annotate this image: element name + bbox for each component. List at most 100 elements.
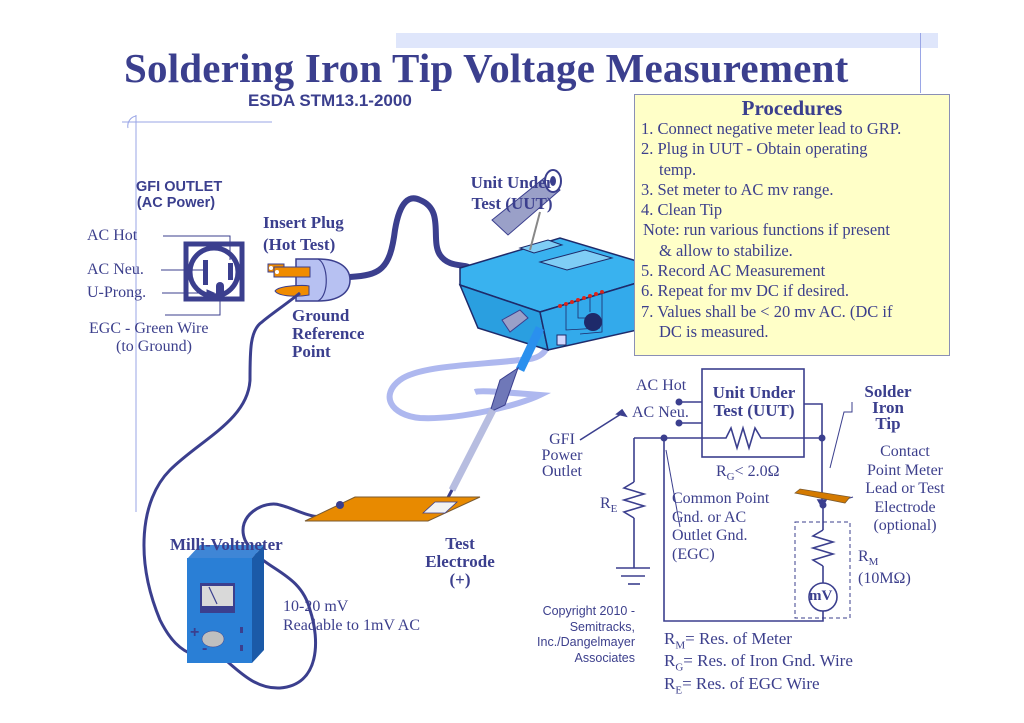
- schematic-contact-point-label: Contact Point Meter Lead or Test Electro…: [855, 443, 955, 536]
- meter-spec-resolution: Readable to 1mV AC: [283, 617, 421, 634]
- procedure-note-cont: & allow to stabilize.: [659, 240, 793, 260]
- common-label-line: (EGC): [672, 545, 715, 563]
- copyright-line: Copyright 2010 -: [542, 604, 635, 618]
- legend-text: = Res. of Meter: [685, 629, 792, 648]
- iron-cord: [386, 357, 552, 422]
- copyright-line: Inc./Dangelmayer: [537, 635, 635, 649]
- label-u-prong: U-Prong.: [87, 284, 147, 301]
- gfi-label-line: Outlet: [542, 463, 582, 480]
- page-subtitle: ESDA STM13.1-2000: [248, 91, 412, 110]
- procedure-step: 6. Repeat for mv DC if desired.: [641, 281, 850, 301]
- label-ac-hot: AC Hot: [87, 227, 138, 244]
- schematic-rg-value: RG< 2.0Ω: [716, 463, 780, 486]
- grp-label-line: Ground: [292, 306, 350, 325]
- contact-label-line: Contact: [880, 443, 930, 460]
- legend-text: = Res. of Iron Gnd. Wire: [683, 651, 853, 671]
- common-label-line: Gnd. or AC: [672, 508, 747, 526]
- schematic-uut-line: Test (UUT): [713, 401, 795, 420]
- copyright-line: Associates: [574, 650, 635, 665]
- rg-value: < 2.0Ω: [734, 463, 780, 480]
- contact-label-line: Point Meter: [867, 461, 943, 479]
- schematic-junction-dots: [660, 398, 827, 509]
- legend-subscript: M: [675, 639, 686, 652]
- label-ac-neu: AC Neu.: [87, 261, 144, 278]
- schematic-meter-symbol: mV: [809, 588, 833, 604]
- uut-label-line: Unit Under: [470, 173, 554, 192]
- rm-subscript: M: [868, 556, 879, 569]
- common-label-line: Outlet Gnd.: [672, 527, 748, 544]
- outlet-leader-lines: [161, 235, 231, 316]
- outlet-title-line: GFI OUTLET: [136, 179, 223, 195]
- electrode-label-line: Electrode: [425, 552, 495, 571]
- gfi-outlet-icon: [183, 241, 245, 302]
- schematic-common-point-label: Common Point Gnd. or AC Outlet Gnd. (EGC…: [672, 490, 769, 564]
- uut-power-cord: [349, 195, 473, 280]
- ground-lead-wire: [142, 291, 301, 657]
- power-plug-icon: [267, 258, 351, 302]
- legend-symbol: R: [664, 629, 676, 648]
- page-title: Soldering Iron Tip Voltage Measurement: [124, 45, 849, 91]
- plug-label-line: Insert Plug: [263, 213, 344, 232]
- procedures-panel: Procedures 1. Connect negative meter lea…: [634, 94, 950, 356]
- copyright-line: Semitracks,: [569, 619, 635, 634]
- legend-item: RM= Res. of Meter: [664, 629, 853, 653]
- meter-spec-range: 10-20 mV: [283, 598, 349, 615]
- resistance-legend: RM= Res. of Meter RG= Res. of Iron Gnd. …: [664, 629, 853, 698]
- meter-plus-terminal: +: [190, 624, 200, 641]
- procedures-heading: Procedures: [741, 96, 843, 120]
- procedure-step: 3. Set meter to AC mv range.: [641, 179, 834, 199]
- tip-label-line: Solder: [864, 382, 912, 401]
- electrode-label-line: Test: [445, 534, 475, 553]
- re-symbol: R: [600, 495, 611, 512]
- iron-holder-spring: [491, 169, 562, 236]
- legend-item: RG= Res. of Iron Gnd. Wire: [664, 651, 853, 675]
- tip-label-line: Tip: [875, 414, 901, 433]
- schematic-uut-box: [701, 368, 805, 458]
- decorative-vertical-line: [920, 33, 921, 93]
- rg-symbol: R: [716, 463, 727, 480]
- plug-label-line: (Hot Test): [263, 235, 336, 254]
- re-subscript: E: [610, 503, 618, 516]
- label-egc-ground: (to Ground): [116, 338, 192, 355]
- legend-subscript: E: [675, 684, 683, 697]
- copyright-notice: Copyright 2010 - Semitracks, Inc./Dangel…: [520, 604, 635, 666]
- decorative-title-bar: [396, 33, 938, 48]
- procedure-note: Note: run various functions if present: [643, 220, 890, 240]
- contact-label-line: (optional): [873, 517, 937, 534]
- contact-label-line: Lead or Test: [865, 480, 945, 497]
- procedure-step: 1. Connect negative meter lead to GRP.: [641, 119, 902, 138]
- label-insert-plug: Insert Plug (Hot Test): [263, 214, 344, 254]
- contact-label-line: Electrode: [874, 498, 936, 516]
- rg-subscript: G: [726, 471, 735, 484]
- outlet-title-line: (AC Power): [136, 195, 216, 211]
- legend-symbol: R: [664, 673, 676, 693]
- gfi-label-line: Power: [541, 447, 583, 464]
- meter-minus-terminal: -: [202, 640, 208, 657]
- crosshair-decoration: [122, 115, 272, 512]
- schematic-label-ac-hot: AC Hot: [636, 377, 687, 394]
- schematic-solder-tip-label: Solder Iron Tip: [858, 382, 918, 433]
- legend-text: = Res. of EGC Wire: [682, 673, 820, 693]
- positive-lead-wire: [195, 502, 332, 690]
- schematic-uut-label: Unit Under Test (UUT): [704, 384, 804, 420]
- schematic-label-ac-neu: AC Neu.: [632, 404, 689, 421]
- procedure-step: 4. Clean Tip: [641, 200, 723, 220]
- label-ground-reference-point: Ground Reference Point: [292, 307, 364, 361]
- schematic-rm-label: RM: [858, 548, 878, 571]
- legend-item: RE= Res. of EGC Wire: [664, 673, 853, 698]
- circuit-schematic: [579, 368, 854, 622]
- schematic-tip-electrode: [794, 488, 851, 504]
- label-milli-voltmeter: Milli-Voltmeter: [170, 535, 283, 554]
- outlet-title: GFI OUTLET (AC Power): [136, 179, 223, 211]
- label-unit-under-test: Unit Under Test (UUT): [460, 174, 564, 213]
- procedure-step-cont: DC is measured.: [659, 321, 769, 341]
- legend-symbol: R: [664, 651, 676, 671]
- grp-label-line: Point: [292, 342, 331, 361]
- procedure-step: 7. Values shall be < 20 mv AC. (DC if: [641, 301, 893, 321]
- test-electrode-plate: [304, 496, 481, 522]
- procedure-step-cont: temp.: [659, 159, 697, 179]
- tip-label-line: Iron: [872, 398, 904, 417]
- label-egc: EGC - Green Wire: [89, 320, 209, 337]
- procedure-step: 5. Record AC Measurement: [641, 261, 826, 281]
